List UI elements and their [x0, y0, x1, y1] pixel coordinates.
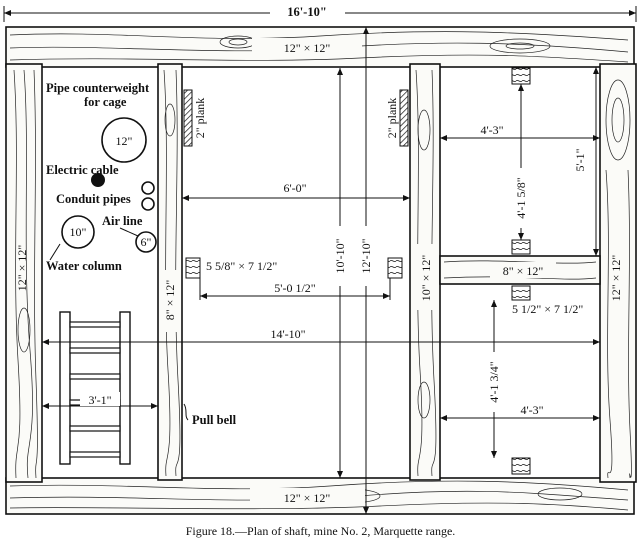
plank-middle-label: 2" plank	[385, 98, 399, 139]
cage-width-label: 6'-0"	[283, 181, 306, 195]
pipe-size-label: 12"	[116, 134, 133, 148]
electric-cable: Electric cable	[46, 163, 119, 187]
for-cage-label: for cage	[84, 95, 127, 109]
middle-divider-label: 10" × 12"	[419, 255, 433, 302]
left-post: 12" × 12"	[5, 63, 43, 483]
top-beam: 12" × 12"	[5, 26, 635, 68]
ladder-rung	[69, 373, 121, 380]
right-top-depth-label: 4'-1 5/8"	[514, 177, 528, 218]
air-line: 6" Air line	[102, 214, 157, 253]
ladder-width-label: 3'-1"	[88, 393, 111, 407]
ladder	[59, 311, 131, 465]
figure-caption: Figure 18.—Plan of shaft, mine No. 2, Ma…	[185, 524, 456, 538]
left-divider-label: 8" × 12"	[163, 280, 177, 321]
right-post: 12" × 12"	[599, 63, 637, 483]
conduit-pipes-label: Conduit pipes	[56, 192, 131, 206]
plank-left: 2" plank	[183, 89, 207, 147]
dimension-lines: 6'-0" 5'-0 1/2" 5 5/8" × 7 1/2" 14'-10" …	[42, 27, 600, 514]
ladder-rung	[69, 347, 121, 354]
middle-divider: 10" × 12"	[409, 63, 441, 481]
top-beam-label: 12" × 12"	[284, 41, 331, 55]
guide-spacing-label: 5'-0 1/2"	[274, 281, 315, 295]
ladder-rung	[69, 321, 121, 328]
guide-right-label: 5 1/2" × 7 1/2"	[512, 302, 583, 316]
depth-outer-label: 12'-10"	[359, 238, 373, 273]
plank-middle: 2" plank	[385, 89, 409, 147]
bottom-beam: 12" × 12"	[5, 477, 635, 515]
right-full-depth-label: 5'-1"	[573, 148, 587, 171]
pipe-counterweight: 12" Pipe counterweight for cage	[46, 81, 150, 163]
air-size-label: 6"	[141, 235, 152, 249]
water-column-size-label: 10"	[70, 225, 87, 239]
right-bottom-width-label: 4'-3"	[520, 403, 543, 417]
plank-left-label: 2" plank	[193, 98, 207, 139]
right-top-width-label: 4'-3"	[480, 123, 503, 137]
crossbeam-label: 8" × 12"	[503, 264, 544, 278]
conduit-pipes: Conduit pipes	[56, 181, 155, 211]
left-divider: 8" × 12"	[157, 63, 183, 481]
depth-inner-label: 10'-10"	[333, 238, 347, 273]
ladder-rung	[69, 451, 121, 458]
right-post-label: 12" × 12"	[609, 255, 623, 302]
total-width-label: 14'-10"	[270, 327, 305, 341]
guide-left-label: 5 5/8" × 7 1/2"	[206, 259, 277, 273]
right-crossbeam: 8" × 12"	[439, 255, 601, 285]
pull-bell: Pull bell	[183, 403, 237, 427]
water-column: 10" Water column	[46, 215, 122, 273]
pull-bell-label: Pull bell	[192, 413, 237, 427]
bottom-beam-label: 12" × 12"	[284, 491, 331, 505]
right-bottom-depth-label: 4'-1 3/4"	[487, 361, 501, 402]
overall-width-label: 16'-10"	[287, 5, 327, 19]
left-post-label: 12" × 12"	[15, 245, 29, 292]
overall-width-dimension: 16'-10"	[3, 3, 637, 22]
ladder-rung	[69, 425, 121, 432]
pipe-counterweight-label: Pipe counterweight	[46, 81, 150, 95]
guide-blocks	[185, 67, 531, 475]
electric-cable-label: Electric cable	[46, 163, 119, 177]
water-column-label: Water column	[46, 259, 122, 273]
air-line-label: Air line	[102, 214, 143, 228]
